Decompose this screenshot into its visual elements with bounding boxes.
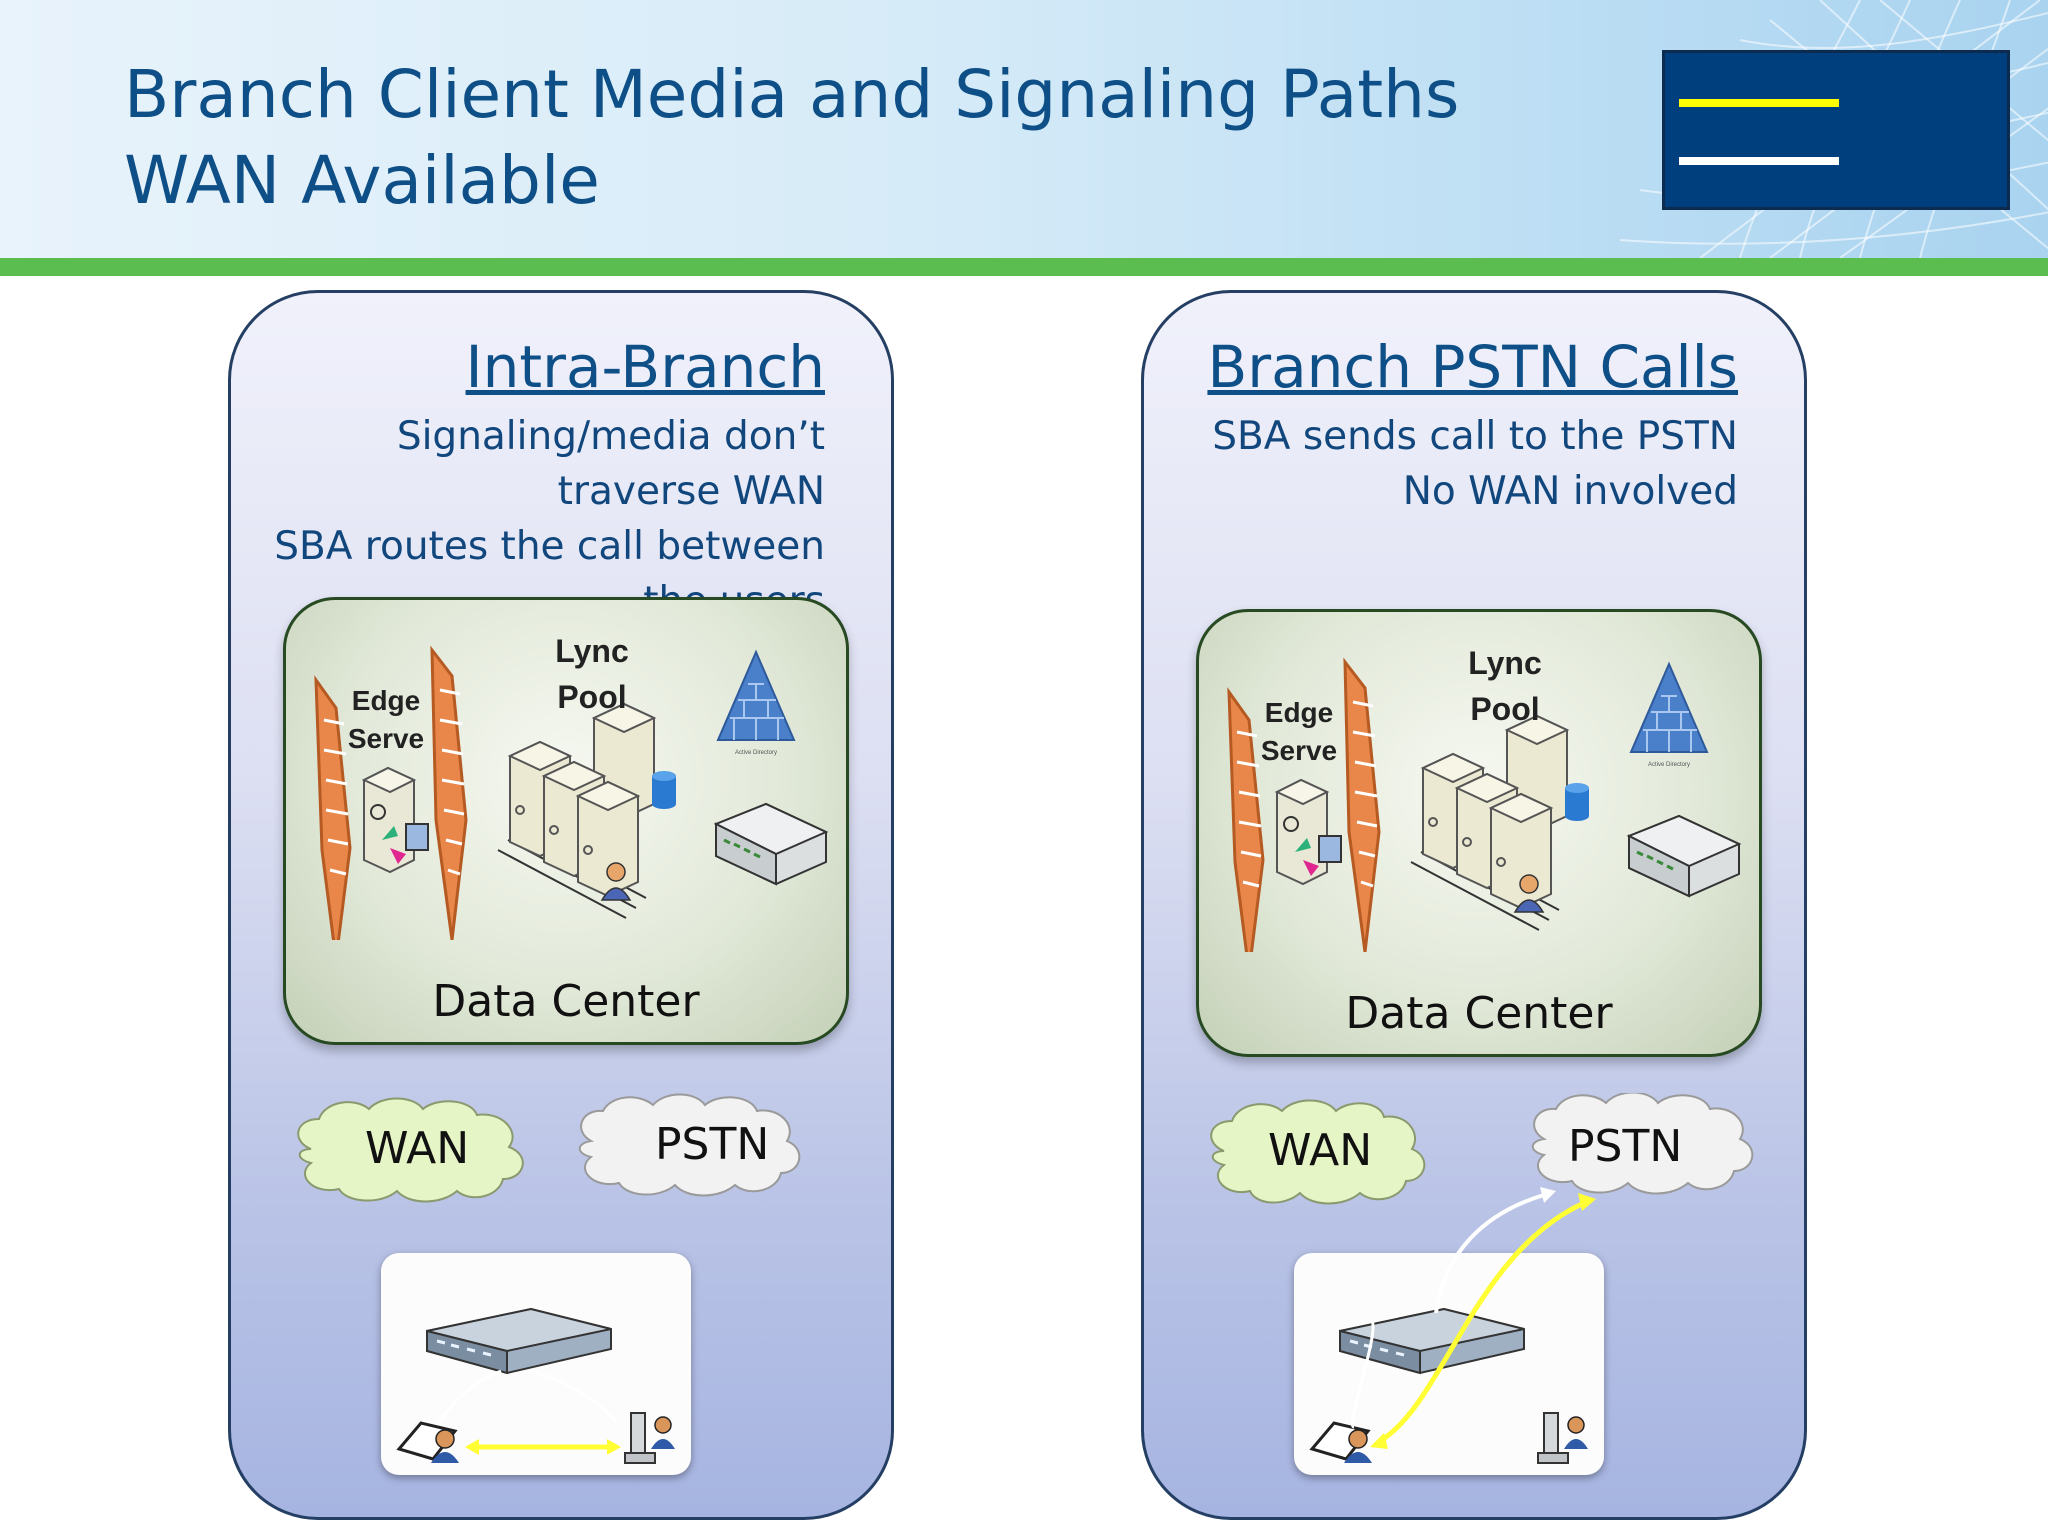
server-pool-icon bbox=[1410, 714, 1570, 931]
firewall-icon bbox=[430, 645, 468, 940]
user-icon bbox=[600, 862, 632, 901]
logo-bar-yellow bbox=[1679, 99, 1839, 107]
branch-site-box bbox=[381, 1253, 691, 1475]
panel-heading: Intra-Branch bbox=[465, 333, 825, 401]
lync-pool-label: Lync Pool bbox=[1468, 645, 1542, 727]
firewall-icon bbox=[1227, 687, 1265, 952]
signaling-path-left bbox=[437, 1369, 502, 1424]
laptop-user-icon bbox=[396, 1421, 459, 1463]
server-pool-icon bbox=[497, 702, 657, 919]
svg-text:Active Directory: Active Directory bbox=[735, 750, 777, 756]
wan-cloud-label: WAN bbox=[1268, 1125, 1373, 1176]
user-icon bbox=[1513, 874, 1545, 913]
active-directory-icon: Active Directory bbox=[1629, 661, 1709, 768]
panel-description: Signaling/media don’t traverse WAN SBA r… bbox=[274, 414, 825, 624]
sba-appliance-icon bbox=[426, 1307, 612, 1375]
data-center-label: Data Center bbox=[1345, 988, 1613, 1039]
header-divider bbox=[0, 258, 2048, 276]
cloud-icon bbox=[1531, 1093, 1754, 1195]
panel-intra-branch: Intra-Branch Signaling/media don’t trave… bbox=[228, 290, 894, 1520]
database-icon bbox=[652, 771, 676, 809]
pstn-cloud-label: PSTN bbox=[655, 1119, 770, 1170]
signaling-path-right bbox=[530, 1369, 619, 1424]
laptop-user-icon bbox=[1309, 1421, 1372, 1463]
active-directory-icon: Active Directory bbox=[716, 649, 796, 756]
database-icon bbox=[1565, 783, 1589, 821]
firewall-icon bbox=[1343, 657, 1381, 952]
branch-site-box bbox=[1294, 1253, 1604, 1475]
edge-server-icon bbox=[361, 766, 429, 874]
logo-bar-white bbox=[1679, 157, 1839, 165]
edge-server-icon bbox=[1274, 778, 1342, 886]
edge-server-label: Edge Serve bbox=[1260, 697, 1338, 766]
gateway-icon bbox=[1626, 814, 1742, 898]
cloud-icon bbox=[578, 1093, 801, 1197]
ip-phone-icon bbox=[1537, 1412, 1588, 1464]
sba-appliance-icon bbox=[1339, 1307, 1525, 1375]
cloud-icon bbox=[297, 1097, 524, 1203]
edge-server-label: Edge Serve bbox=[347, 685, 425, 754]
cloud-icon bbox=[1210, 1099, 1426, 1205]
data-center-label: Data Center bbox=[432, 976, 700, 1027]
slide-title: Branch Client Media and Signaling Paths … bbox=[124, 56, 1460, 219]
logo-block bbox=[1662, 50, 2010, 210]
slide-header: Branch Client Media and Signaling Paths … bbox=[0, 0, 2048, 258]
panel-heading: Branch PSTN Calls bbox=[1207, 333, 1738, 401]
ip-phone-icon bbox=[624, 1412, 675, 1464]
svg-text:Active Directory: Active Directory bbox=[1648, 762, 1690, 768]
gateway-icon bbox=[713, 802, 829, 886]
data-center-box: Active Directory Edge Serve Lync Pool Da… bbox=[283, 597, 849, 1045]
pstn-cloud-label: PSTN bbox=[1568, 1121, 1683, 1172]
lync-pool-label: Lync Pool bbox=[555, 633, 629, 715]
panel-description: SBA sends call to the PSTN No WAN involv… bbox=[1212, 414, 1738, 514]
firewall-icon bbox=[314, 675, 352, 940]
wan-cloud-label: WAN bbox=[365, 1123, 470, 1174]
data-center-box: Active Directory Edge Serve Lync Pool Da… bbox=[1196, 609, 1762, 1057]
panel-branch-pstn: Branch PSTN Calls SBA sends call to the … bbox=[1141, 290, 1807, 1520]
